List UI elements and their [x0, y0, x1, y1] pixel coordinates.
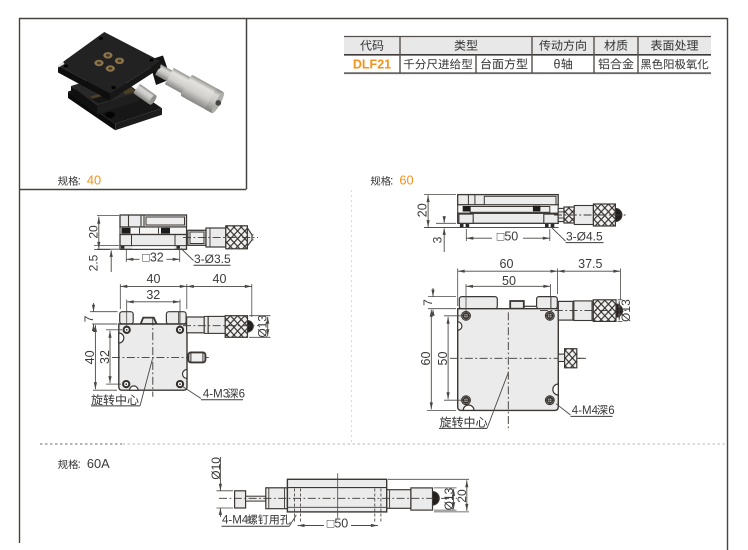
- svg-text:60: 60: [500, 257, 514, 271]
- svg-text:60A: 60A: [87, 456, 110, 471]
- svg-text:32: 32: [146, 288, 160, 302]
- svg-text::: :: [78, 176, 81, 188]
- svg-text:Ø10: Ø10: [209, 457, 223, 480]
- svg-text:□32: □32: [142, 251, 164, 265]
- svg-text:2.5: 2.5: [87, 254, 101, 271]
- svg-text:20: 20: [416, 203, 430, 217]
- svg-text:40: 40: [213, 272, 227, 286]
- svg-text:Ø13: Ø13: [619, 299, 633, 322]
- svg-text:4-M4: 4-M4: [222, 515, 249, 527]
- svg-text:θ: θ: [554, 57, 561, 71]
- svg-text:6: 6: [239, 389, 245, 401]
- svg-text:Ø13: Ø13: [256, 315, 270, 338]
- svg-text:□50: □50: [497, 230, 519, 244]
- svg-text:□50: □50: [327, 517, 349, 531]
- svg-text:DLF21: DLF21: [353, 57, 391, 71]
- svg-text:3: 3: [431, 236, 445, 243]
- svg-text:60: 60: [419, 352, 433, 366]
- svg-text:3-Ø3.5: 3-Ø3.5: [194, 252, 231, 266]
- svg-text:7: 7: [421, 299, 435, 306]
- svg-text:Ø13: Ø13: [442, 487, 456, 510]
- svg-text:40: 40: [83, 350, 97, 364]
- svg-text:3-Ø4.5: 3-Ø4.5: [566, 229, 603, 243]
- svg-text:32: 32: [98, 350, 112, 364]
- svg-text::: :: [390, 176, 393, 188]
- svg-text:7: 7: [82, 315, 96, 322]
- svg-text:37.5: 37.5: [578, 257, 602, 271]
- svg-text:20: 20: [455, 489, 469, 503]
- svg-text:4-M4: 4-M4: [572, 405, 599, 417]
- svg-text:60: 60: [399, 173, 413, 188]
- svg-text:6: 6: [608, 405, 614, 417]
- svg-text:40: 40: [87, 173, 101, 188]
- svg-text:50: 50: [502, 274, 516, 288]
- svg-text:20: 20: [86, 225, 100, 239]
- svg-text:50: 50: [436, 352, 450, 366]
- svg-text:40: 40: [147, 272, 161, 286]
- svg-text:4-M3: 4-M3: [203, 389, 229, 401]
- svg-text::: :: [78, 459, 81, 471]
